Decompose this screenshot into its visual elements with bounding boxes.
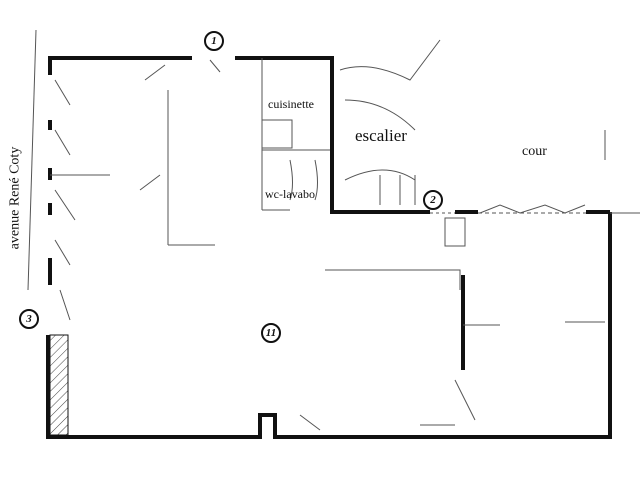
street-line [27,29,37,291]
street-label: avenue René Coty [7,146,23,250]
hatched-pillar [49,334,69,436]
walls [46,56,612,439]
marker-3: 3 [19,309,39,329]
room-label-staircase: escalier [355,126,407,145]
interior-lines [50,39,640,431]
marker-11: 11 [261,323,281,343]
room-label-kitchenette: cuisinette [268,97,314,111]
room-label-courtyard: cour [522,144,547,159]
marker-1: 1 [204,31,224,51]
room-label-wc: wc-lavabo [265,187,315,201]
marker-2: 2 [423,190,443,210]
